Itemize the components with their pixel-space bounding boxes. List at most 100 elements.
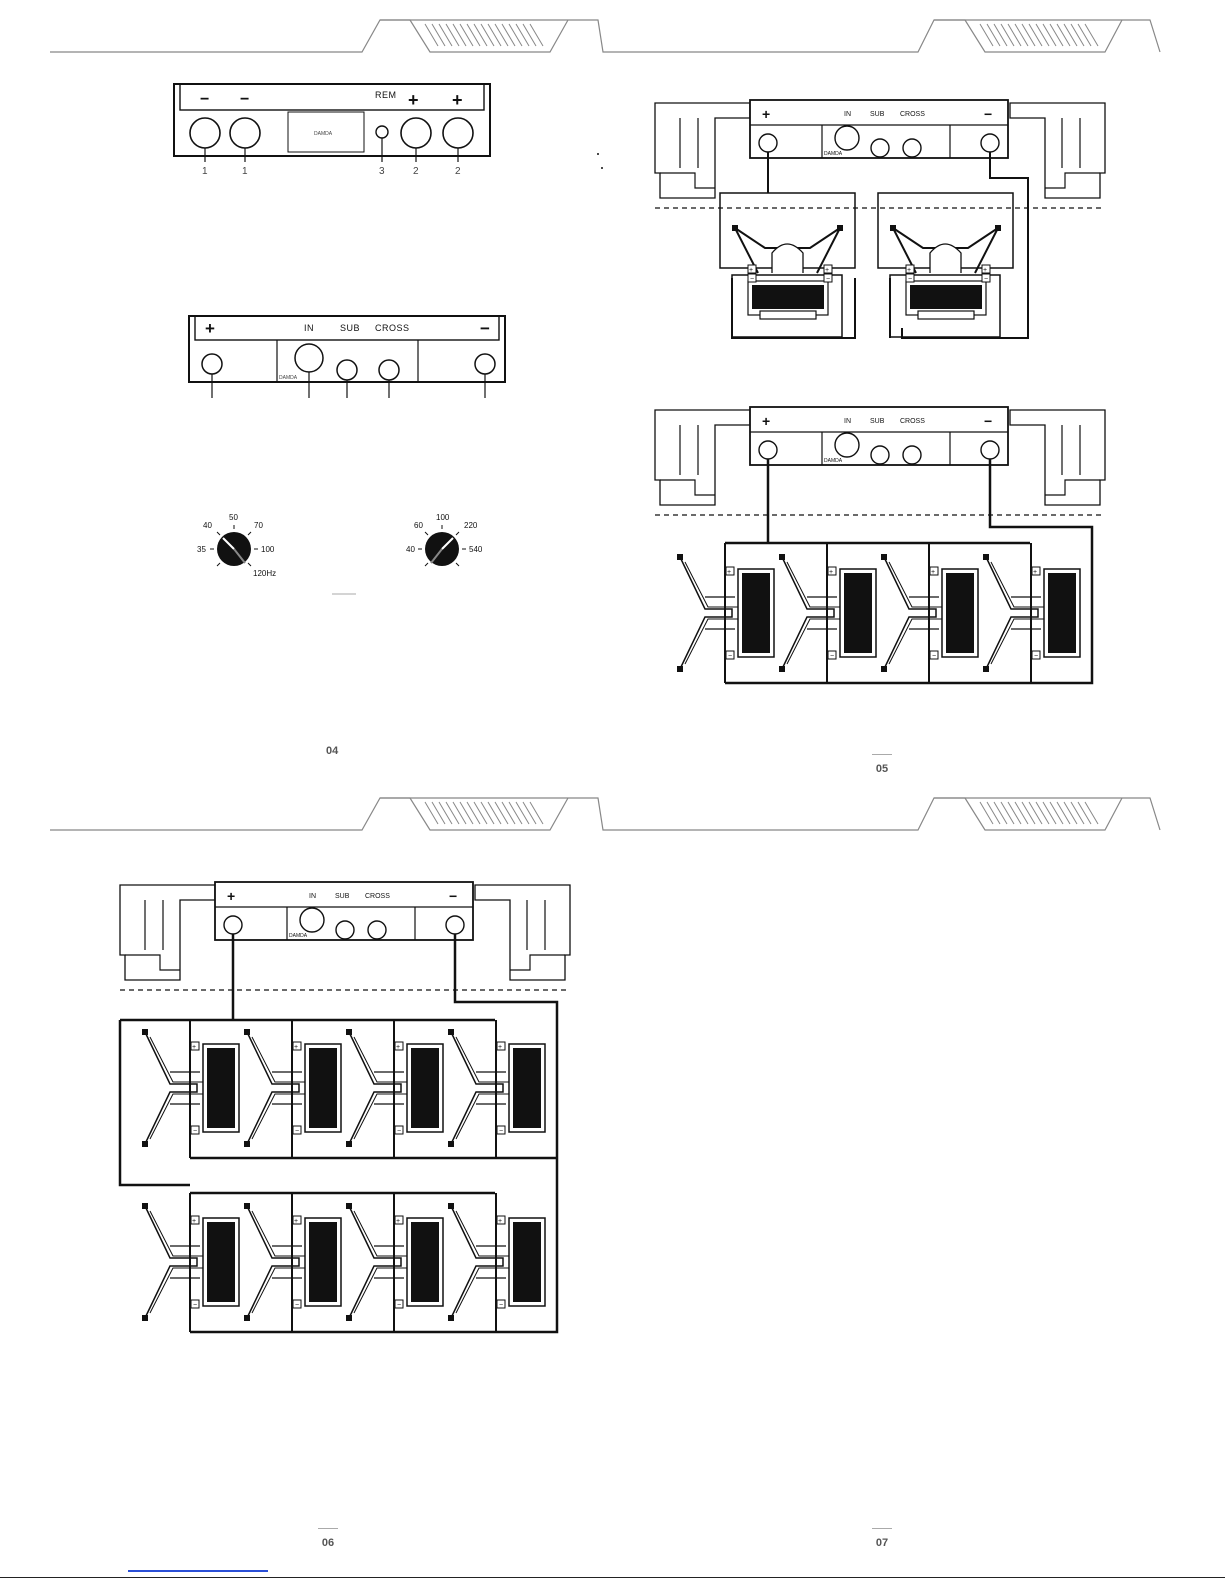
terminal-pos-2-symbol: + <box>452 90 463 110</box>
sub-mount-point <box>983 554 989 560</box>
amp-sub-label: SUB <box>870 111 885 118</box>
remote-label: REM <box>375 90 397 100</box>
remote-terminal <box>376 126 388 138</box>
amp-input-jack <box>835 433 859 457</box>
sub-magnet <box>1048 573 1076 653</box>
page-number-05-text: 05 <box>876 763 888 775</box>
terminal-pos-1-symbol: + <box>408 90 419 110</box>
amp-minus-terminal <box>446 916 464 934</box>
brand-text: DAMDA <box>279 375 298 381</box>
sub-mount-point <box>779 554 785 560</box>
sub-minus-label: − <box>1034 653 1038 660</box>
sub-magnet <box>411 1222 439 1302</box>
sub-plus-label: + <box>727 569 731 576</box>
amp-brand-text: DAMDA <box>824 151 843 157</box>
amp-brand-text: DAMDA <box>824 458 843 464</box>
header-decoration-top <box>0 0 1225 60</box>
sub-magnet <box>309 1048 337 1128</box>
coil-plus-label: + <box>749 267 753 274</box>
footer-link[interactable] <box>128 1570 268 1572</box>
amp-cross-label: CROSS <box>365 893 390 900</box>
power-minus-terminal <box>475 354 495 374</box>
amp-minus-symbol: − <box>984 106 992 122</box>
left-mounting-bracket <box>120 885 215 980</box>
page-number-05: 05 <box>872 754 892 777</box>
right-mounting-bracket <box>475 885 570 980</box>
amp-cross-knob <box>903 139 921 157</box>
cross-dial-mark: 40 <box>406 545 415 554</box>
sub-dial-mark: 70 <box>254 521 263 530</box>
sub-mount-point <box>448 1141 454 1147</box>
amp-brand-text: DAMDA <box>289 933 308 939</box>
sub-minus-label: − <box>397 1302 401 1309</box>
terminal-neg-1 <box>190 118 220 148</box>
callout-label: 2 <box>455 166 461 177</box>
sub-magnet <box>411 1048 439 1128</box>
coil-minus-label: − <box>908 276 912 283</box>
sub-plus-label: + <box>829 569 833 576</box>
sub-mount-point <box>779 666 785 672</box>
coil-minus-label: − <box>984 276 988 283</box>
amp-cross-knob <box>368 921 386 939</box>
callout-label: 1 <box>242 166 248 177</box>
amp-plus-symbol: + <box>762 106 770 122</box>
subwoofer-enclosure: + − + − <box>878 193 1013 337</box>
amp-sub-knob <box>871 446 889 464</box>
sub-magnet <box>742 573 770 653</box>
sub-minus-label: − <box>193 1302 197 1309</box>
page-number-06: 06 <box>318 1528 338 1551</box>
sub-plus-label: + <box>498 1044 502 1051</box>
sub-mount-point <box>244 1029 250 1035</box>
sub-label: SUB <box>340 323 360 333</box>
cross-knob <box>379 360 399 380</box>
sub-mount-point <box>346 1029 352 1035</box>
amp-plus-symbol: + <box>762 413 770 429</box>
wiring-diagram-eight-subwoofers: +INSUBCROSS−DAMDA+−+−+−+−+−+−+−+− <box>115 880 575 1340</box>
sub-dustcap <box>772 244 803 273</box>
page-number-04-text: 04 <box>326 745 338 757</box>
sub-magnet <box>309 1222 337 1302</box>
coil-plus-label: + <box>907 267 911 274</box>
sub-minus-label: − <box>295 1302 299 1309</box>
sub-dial-mark: 100 <box>261 545 275 554</box>
sub-dial-mark: 120Hz <box>253 569 276 578</box>
cross-dial-mark: 60 <box>414 521 423 530</box>
page-number-06-text: 06 <box>322 1537 334 1549</box>
amp-in-label: IN <box>309 893 316 900</box>
sub-minus-label: − <box>193 1128 197 1135</box>
input-label: IN <box>304 323 314 333</box>
brand-plate-text: DAMDA <box>314 131 333 137</box>
subwoofer-enclosure: +−+− <box>720 193 855 337</box>
sub-mount-point <box>346 1141 352 1147</box>
amp-sub-label: SUB <box>335 893 350 900</box>
terminal-pos-1 <box>401 118 431 148</box>
amp-plus-symbol: + <box>227 888 235 904</box>
sub-magnet <box>513 1048 541 1128</box>
sub-mount-point <box>677 666 683 672</box>
sub-mount-point <box>142 1203 148 1209</box>
sub-plus-label: + <box>294 1218 298 1225</box>
sub-minus-label: − <box>499 1302 503 1309</box>
sub-plus-label: + <box>396 1044 400 1051</box>
sub-knob <box>337 360 357 380</box>
amp-sub-label: SUB <box>870 418 885 425</box>
sub-mount-point <box>448 1203 454 1209</box>
left-mounting-bracket <box>655 410 750 505</box>
callout-label: 3 <box>379 166 385 177</box>
page-number-07: 07 <box>872 1528 892 1551</box>
sub-minus-label: − <box>397 1128 401 1135</box>
callout-label: 2 <box>413 166 419 177</box>
sub-mount-point <box>881 554 887 560</box>
page-number-07-text: 07 <box>876 1537 888 1549</box>
sub-minus-label: − <box>728 653 732 660</box>
wiring-diagram-two-subwoofers: +INSUBCROSS−DAMDA+−+−+−+− <box>650 98 1110 348</box>
amplifier-panel: +INSUBCROSS−DAMDA <box>655 100 1105 208</box>
sub-mount-point <box>677 554 683 560</box>
coil-plus-label: + <box>983 267 987 274</box>
sub-dial-mark: 40 <box>203 521 212 530</box>
sub-dial-mark: 50 <box>229 513 238 522</box>
sub-mount-point <box>142 1315 148 1321</box>
separator-line <box>332 592 358 596</box>
sub-mount-point <box>881 666 887 672</box>
sub-plus-label: + <box>396 1218 400 1225</box>
